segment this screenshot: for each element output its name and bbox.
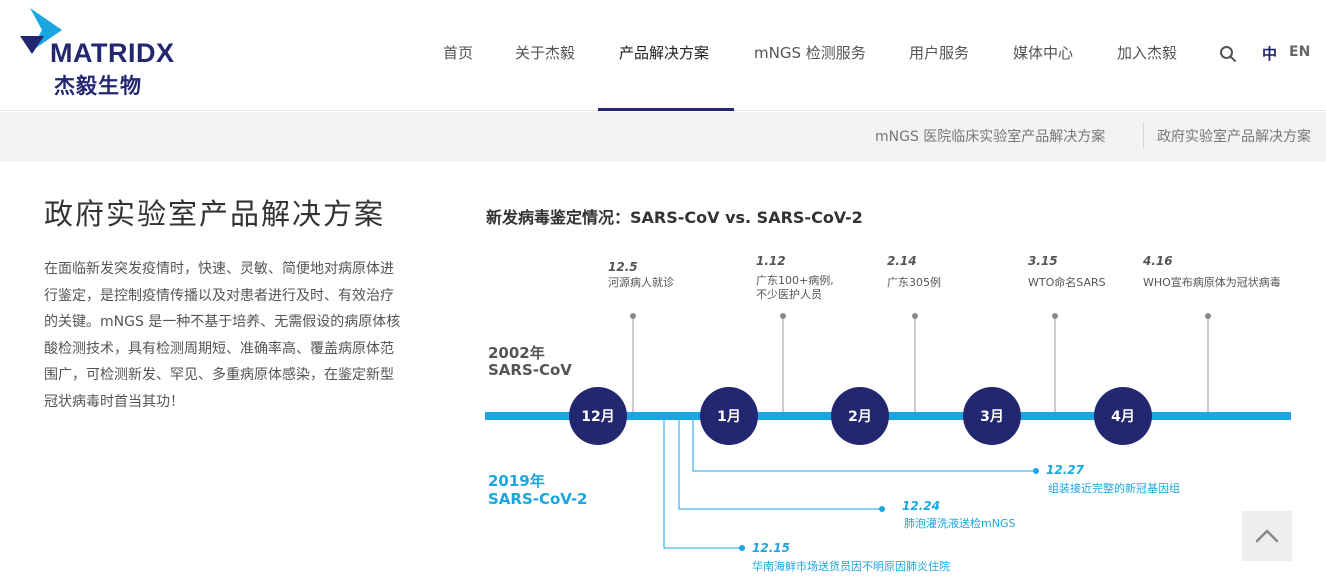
event-2002-date: 12.5 (608, 260, 638, 274)
event-2002-desc: WHO宣布病原体为冠状病毒 (1143, 276, 1281, 289)
month-apr: 4月 (1094, 387, 1152, 445)
dot-2019-1 (1033, 468, 1039, 474)
event-2002-date: 4.16 (1143, 254, 1173, 268)
nav-home[interactable]: 首页 (443, 44, 474, 62)
chevron-up-icon (1255, 529, 1279, 543)
event-2019-date: 12.24 (902, 499, 940, 513)
month-feb: 2月 (831, 387, 889, 445)
timeline-title: 新发病毒鉴定情况：SARS-CoV vs. SARS-CoV-2 (486, 208, 863, 227)
logo-wordmark: MATRIDX (50, 38, 175, 68)
nav-mngs-service[interactable]: mNGS 检测服务 (754, 44, 866, 62)
event-2002-desc: 不少医护人员 (756, 288, 822, 301)
event-2019-desc: 组装接近完整的新冠基因组 (1048, 482, 1180, 495)
month-jan: 1月 (700, 387, 758, 445)
dots-2019 (739, 468, 1039, 551)
logo-mark-icon (20, 8, 62, 54)
era-2019-name: SARS-CoV-2 (488, 490, 588, 508)
dots-2002 (630, 313, 1211, 319)
event-2002-desc: 广东305例 (887, 276, 941, 289)
matridx-logo[interactable]: MATRIDX 杰毅生物 (20, 8, 200, 100)
era-2019-year: 2019年 (488, 472, 545, 490)
lang-english[interactable]: EN (1289, 44, 1311, 60)
back-to-top-button[interactable] (1242, 511, 1292, 561)
logo-chinese-name: 杰毅生物 (54, 74, 142, 98)
dot-2019-3 (739, 545, 745, 551)
event-2019-desc: 肺泡灌洗液送检mNGS (904, 517, 1016, 530)
dot-2019-2 (879, 506, 885, 512)
search-icon[interactable] (1219, 45, 1237, 63)
subnav-government-solutions[interactable]: 政府实验室产品解决方案 (1157, 129, 1311, 145)
dot-2002-5 (1205, 313, 1211, 319)
event-2002-desc: WTO命名SARS (1028, 276, 1106, 289)
era-2002-year: 2002年 (488, 344, 545, 362)
subnav-divider (1143, 122, 1144, 148)
nav-join[interactable]: 加入杰毅 (1117, 44, 1178, 62)
event-2002-date: 1.12 (756, 254, 786, 268)
dot-2002-3 (912, 313, 918, 319)
event-2019-desc: 华南海鲜市场送货员因不明原因肺炎住院 (752, 560, 950, 573)
nav-media[interactable]: 媒体中心 (1013, 44, 1074, 62)
month-mar: 3月 (963, 387, 1021, 445)
intro-paragraph: 在面临新发突发疫情时，快速、灵敏、简便地对病原体进行鉴定，是控制疫情传播以及对患… (44, 261, 401, 410)
nav-user-service[interactable]: 用户服务 (909, 44, 970, 62)
main-nav: 首页 关于杰毅 产品解决方案 mNGS 检测服务 用户服务 媒体中心 加入杰毅 (0, 0, 1326, 111)
event-2019-date: 12.27 (1046, 463, 1084, 477)
era-2002-name: SARS-CoV (488, 361, 572, 379)
nav-about[interactable]: 关于杰毅 (515, 44, 576, 62)
sub-nav: mNGS 医院临床实验室产品解决方案 政府实验室产品解决方案 (0, 112, 1326, 162)
event-2002-date: 3.15 (1028, 254, 1058, 268)
dot-2002-2 (780, 313, 786, 319)
lang-chinese[interactable]: 中 (1262, 45, 1278, 63)
event-2002-desc: 河源病人就诊 (608, 276, 674, 289)
event-2002-desc: 广东100+病例, (756, 274, 834, 287)
dot-2002-4 (1052, 313, 1058, 319)
page-title: 政府实验室产品解决方案 (44, 197, 386, 231)
event-2002-date: 2.14 (887, 254, 917, 268)
nav-solutions[interactable]: 产品解决方案 (619, 44, 710, 62)
month-dec: 12月 (569, 387, 627, 445)
subnav-hospital-solutions[interactable]: mNGS 医院临床实验室产品解决方案 (875, 129, 1106, 145)
dot-2002-1 (630, 313, 636, 319)
site-header: MATRIDX 杰毅生物 首页 关于杰毅 产品解决方案 mNGS 检测服务 用户… (0, 0, 1326, 111)
event-2019-date: 12.15 (752, 541, 790, 555)
nav-active-indicator (598, 108, 734, 111)
